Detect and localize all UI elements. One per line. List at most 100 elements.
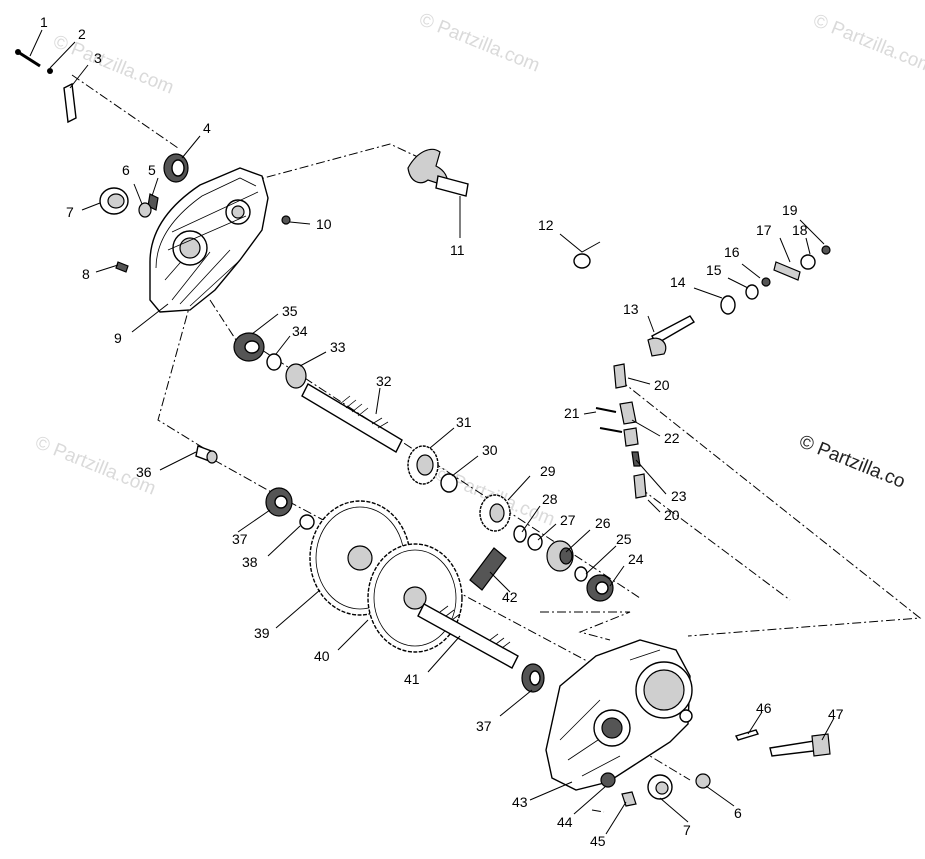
callout-3: 3 xyxy=(94,50,102,66)
callout-46: 46 xyxy=(756,700,772,716)
pin xyxy=(595,407,617,413)
assembly-line xyxy=(619,379,922,637)
bolt xyxy=(281,215,291,225)
callout-30: 30 xyxy=(482,442,498,458)
bearing xyxy=(233,332,265,362)
bearing xyxy=(521,663,545,693)
gear xyxy=(479,494,511,532)
bushing xyxy=(695,773,711,789)
callout-12: 12 xyxy=(538,217,554,233)
callout-8: 8 xyxy=(82,266,90,282)
callout-45: 45 xyxy=(590,833,606,849)
watermark-dark: © Partzilla.co xyxy=(796,431,908,493)
dowel-pin xyxy=(195,445,218,464)
o-ring xyxy=(720,295,736,315)
assembly-line xyxy=(591,809,605,813)
callout-29: 29 xyxy=(540,463,556,479)
shift-shaft xyxy=(647,315,695,357)
left-case-cover xyxy=(149,167,269,313)
oil-seal xyxy=(99,187,129,215)
callout-10: 10 xyxy=(316,216,332,232)
ball xyxy=(573,253,591,269)
bearing xyxy=(586,574,614,602)
callout-5: 5 xyxy=(148,162,156,178)
assembly-line xyxy=(71,74,179,149)
callout-25: 25 xyxy=(616,531,632,547)
callout-1: 1 xyxy=(40,14,48,30)
callout-31: 31 xyxy=(456,414,472,430)
callout-32: 32 xyxy=(376,373,392,389)
callout-42: 42 xyxy=(502,589,518,605)
leader-lines xyxy=(29,29,835,835)
watermark: © Partzilla.com xyxy=(810,10,925,77)
spring xyxy=(469,547,507,591)
oil-seal xyxy=(600,772,616,788)
callout-28: 28 xyxy=(542,491,558,507)
callout-37: 37 xyxy=(476,718,492,734)
oil-seal xyxy=(647,774,673,800)
callout-20: 20 xyxy=(654,377,670,393)
callout-18: 18 xyxy=(792,222,808,238)
callout-20: 20 xyxy=(664,507,680,523)
callout-34: 34 xyxy=(292,323,308,339)
hub xyxy=(546,540,574,572)
assembly-line xyxy=(639,749,691,781)
callout-27: 27 xyxy=(560,512,576,528)
bushing xyxy=(138,202,152,218)
callout-36: 36 xyxy=(136,464,152,480)
callout-44: 44 xyxy=(557,814,573,830)
washer xyxy=(266,353,282,371)
nut xyxy=(761,277,771,287)
large-gear xyxy=(367,543,463,653)
callout-16: 16 xyxy=(724,244,740,260)
spacer xyxy=(527,533,543,551)
cam xyxy=(613,363,627,389)
bearing xyxy=(163,153,189,183)
watermark: © Partzilla.com xyxy=(416,9,543,76)
callout-38: 38 xyxy=(242,554,258,570)
bolt xyxy=(115,261,129,273)
bearing xyxy=(265,487,293,517)
callout-19: 19 xyxy=(782,202,798,218)
callout-15: 15 xyxy=(706,262,722,278)
callout-14: 14 xyxy=(670,274,686,290)
callout-labels: 1 2 3 4 5 6 7 8 9 10 11 12 13 14 15 16 1… xyxy=(40,14,844,849)
washer xyxy=(47,68,53,74)
callout-21: 21 xyxy=(564,405,580,421)
pin xyxy=(599,427,623,433)
assembly-line xyxy=(540,611,631,641)
callout-4: 4 xyxy=(203,120,211,136)
drain-plug xyxy=(621,791,637,807)
bracket xyxy=(63,82,77,124)
washer xyxy=(745,284,759,300)
gear xyxy=(407,445,439,485)
washer xyxy=(440,473,458,493)
callout-23: 23 xyxy=(671,488,687,504)
callout-6: 6 xyxy=(734,805,742,821)
callout-39: 39 xyxy=(254,625,270,641)
callout-33: 33 xyxy=(330,339,346,355)
callout-7: 7 xyxy=(683,822,691,838)
callout-47: 47 xyxy=(828,706,844,722)
callout-40: 40 xyxy=(314,648,330,664)
assembly-line xyxy=(233,143,421,187)
shift-lever xyxy=(773,261,801,281)
cam xyxy=(633,473,647,499)
assembly-line xyxy=(209,299,237,341)
callout-11: 11 xyxy=(450,242,465,258)
bolt xyxy=(15,49,41,68)
callout-37: 37 xyxy=(232,531,248,547)
vent-fitting xyxy=(769,733,831,757)
input-shaft xyxy=(301,383,403,453)
cotter-pin xyxy=(735,729,759,741)
callout-6: 6 xyxy=(122,162,130,178)
callout-17: 17 xyxy=(756,222,772,238)
callout-35: 35 xyxy=(282,303,298,319)
callout-24: 24 xyxy=(628,551,644,567)
callout-7: 7 xyxy=(66,204,74,220)
shift-fork xyxy=(407,148,469,197)
spring xyxy=(623,427,639,447)
washer xyxy=(800,254,816,270)
callout-9: 9 xyxy=(114,330,122,346)
